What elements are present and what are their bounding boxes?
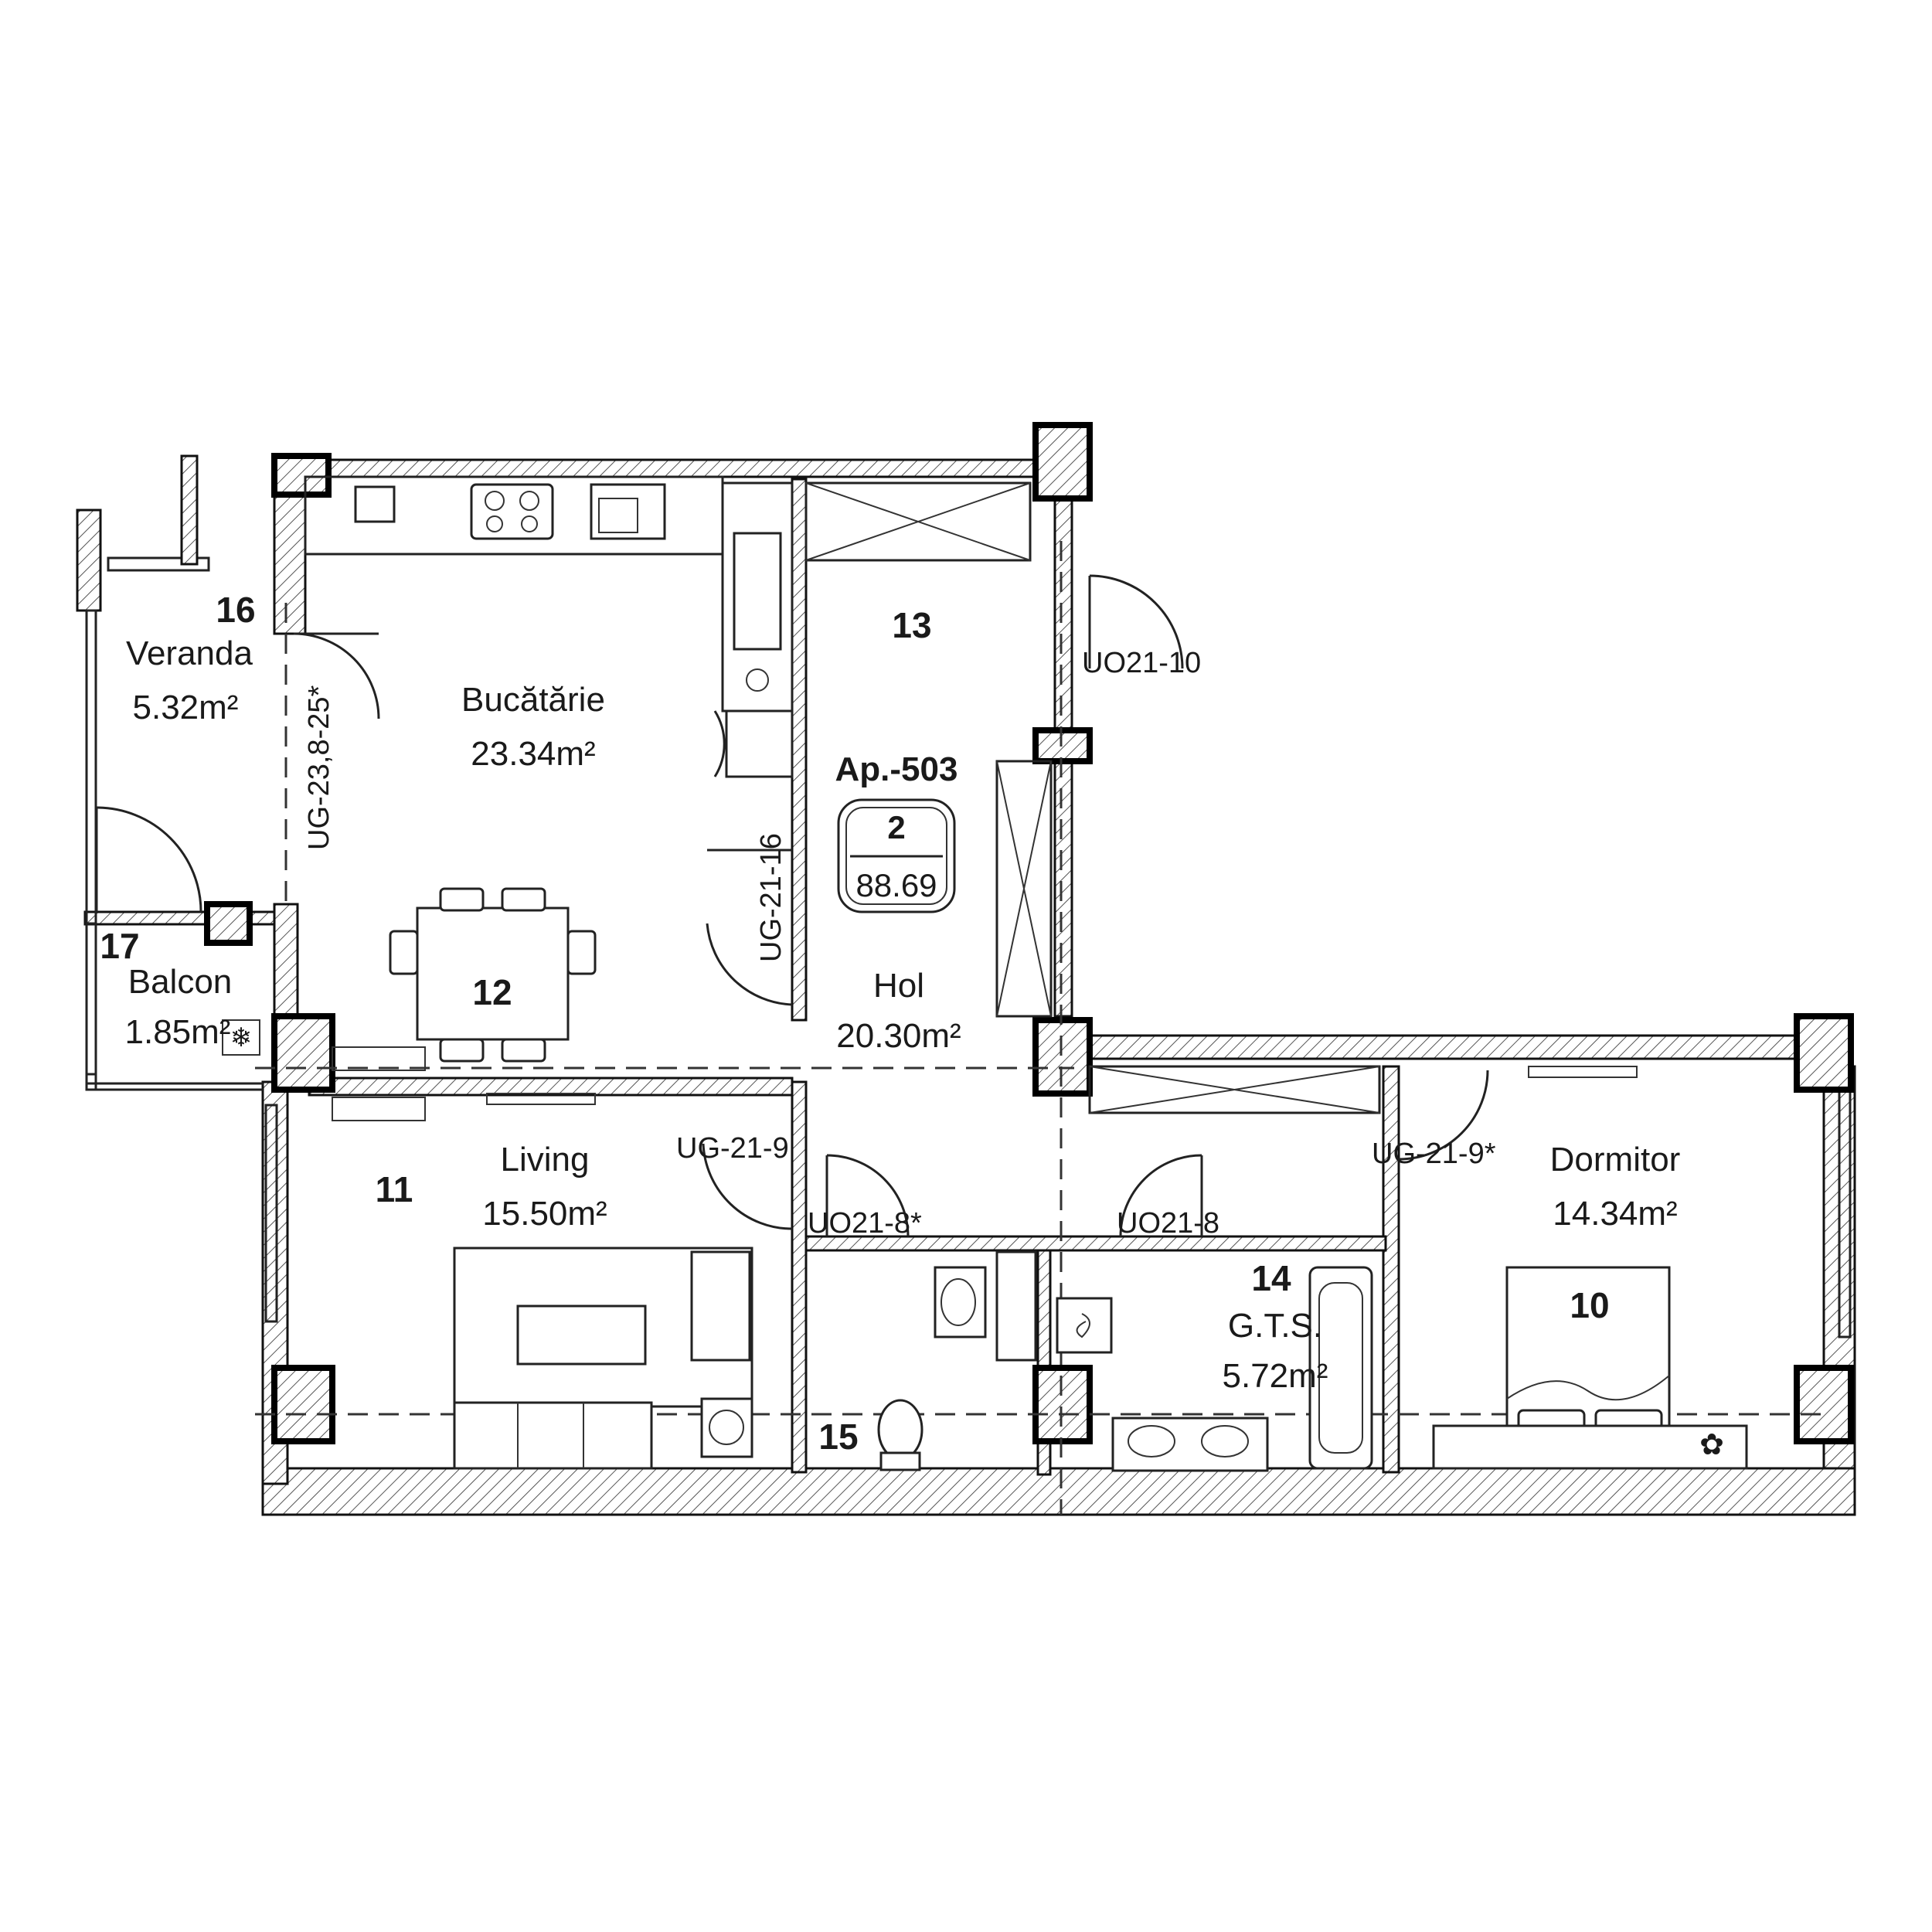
room-number: 11 xyxy=(376,1169,413,1209)
door-label-veranda: UG-23,8-25* xyxy=(303,685,335,850)
doors xyxy=(95,574,1489,1237)
door-label-wc: UO21-8* xyxy=(808,1207,922,1240)
apartment-rooms-count: 2 xyxy=(887,809,905,845)
svg-text:❄: ❄ xyxy=(230,1023,253,1053)
room-number: 15 xyxy=(818,1417,858,1457)
room-name: G.T.S. xyxy=(1228,1307,1322,1345)
door-label-bedroom: UG-21-9* xyxy=(1372,1138,1496,1170)
radiators xyxy=(332,1046,1638,1121)
room-number: 12 xyxy=(472,972,512,1012)
room-area: 5.72m² xyxy=(1223,1357,1328,1395)
room-area: 1.85m² xyxy=(125,1013,231,1051)
room-16: 16 Veranda 5.32m² xyxy=(126,590,256,726)
room-10: Dormitor 14.34m² 10 xyxy=(1550,1141,1681,1325)
dining-table xyxy=(389,887,597,1063)
room-name: Living xyxy=(501,1141,590,1179)
hall-storage xyxy=(804,481,1381,1114)
room-number: 17 xyxy=(100,926,139,966)
room-name: Hol xyxy=(873,967,924,1005)
room-14: 14 G.T.S. 5.72m² xyxy=(1223,1258,1328,1395)
room-12: Bucătărie 23.34m² 12 xyxy=(461,681,605,1012)
room-11: 11 Living 15.50m² xyxy=(376,1141,607,1233)
door-label-entrance: UO21-10 xyxy=(1082,647,1201,679)
room-15: 15 xyxy=(818,1417,858,1457)
door-label-living: UG-21-9 xyxy=(676,1132,789,1165)
room-area: 5.32m² xyxy=(133,689,239,726)
room-number: 10 xyxy=(1570,1285,1609,1325)
bed xyxy=(1432,1266,1748,1470)
room-number: 14 xyxy=(1251,1258,1291,1298)
room-name: Dormitor xyxy=(1550,1141,1681,1179)
room-area: 20.30m² xyxy=(836,1017,961,1055)
kitchen-counter xyxy=(304,475,794,778)
door-label-bath: UO21-8 xyxy=(1117,1207,1219,1240)
room-13: 13 Hol 20.30m² xyxy=(836,605,961,1055)
room-area: 15.50m² xyxy=(482,1195,607,1233)
apartment-total-area: 88.69 xyxy=(855,867,937,903)
snowflake-icon: ❄ xyxy=(222,1019,260,1056)
apartment-code: Ap.-503 xyxy=(835,750,958,788)
room-name: Veranda xyxy=(126,634,253,672)
room-area: 14.34m² xyxy=(1553,1195,1677,1233)
living-furniture xyxy=(453,1247,753,1470)
room-name: Bucătărie xyxy=(461,681,605,719)
room-number: 13 xyxy=(892,605,931,645)
flower-icon: ✿ xyxy=(1699,1429,1724,1461)
room-number: 16 xyxy=(216,590,255,630)
bathroom-fixtures xyxy=(877,1250,1373,1472)
door-label-hall-kitchen: UG-21-16 xyxy=(755,833,787,962)
columns xyxy=(204,422,1854,1444)
svg-text:✿: ✿ xyxy=(1699,1429,1724,1461)
door-labels: UO21-10 UG-23,8-25* UG-21-16 UG-21-9 UO2… xyxy=(303,647,1496,1240)
room-name: Balcon xyxy=(128,963,233,1001)
apartment-badge: Ap.-503 2 88.69 xyxy=(835,750,958,913)
room-17: 17 Balcon 1.85m² xyxy=(100,926,232,1051)
room-area: 23.34m² xyxy=(471,735,595,773)
